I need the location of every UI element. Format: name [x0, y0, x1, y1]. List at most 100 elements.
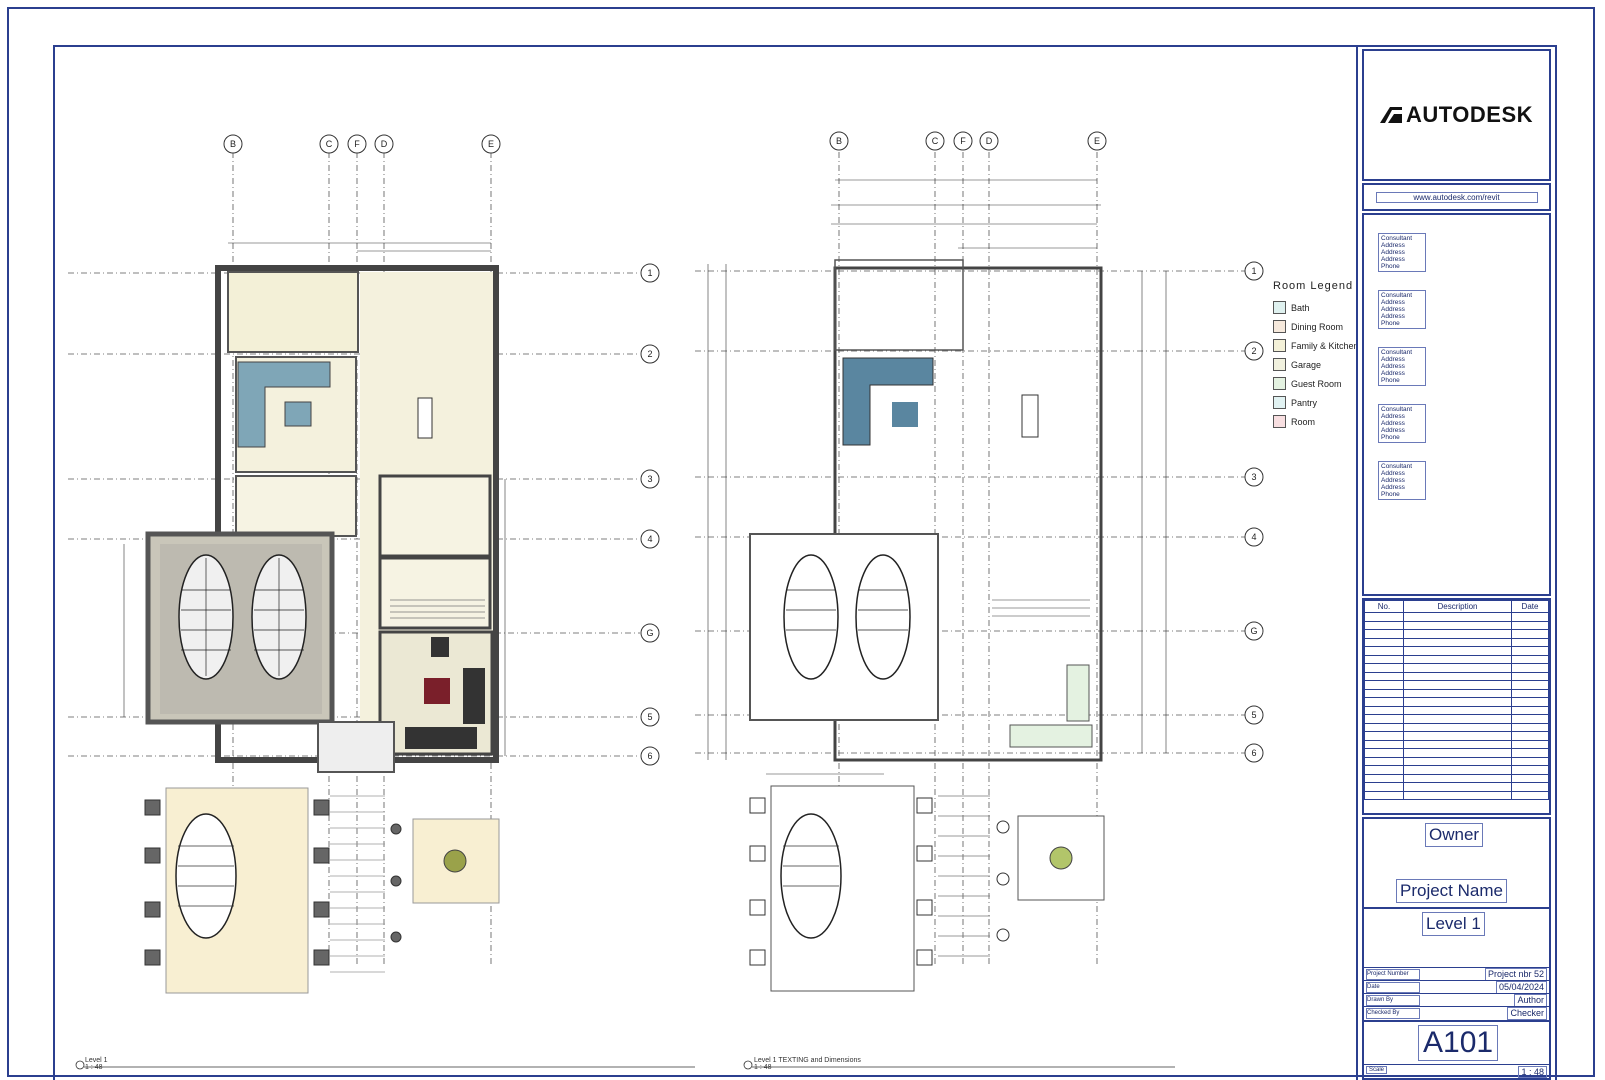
- scale-row: Scale 1 : 48: [1364, 1064, 1549, 1079]
- revision-row: [1364, 663, 1549, 673]
- revision-row: [1364, 731, 1549, 741]
- rev-header-description: Description: [1403, 600, 1512, 613]
- legend-label: Pantry: [1291, 397, 1318, 408]
- consultant-line: Address: [1381, 427, 1405, 434]
- revision-row: [1364, 697, 1549, 707]
- revision-row: [1364, 722, 1549, 732]
- legend-item: Family & Kitchen: [1273, 336, 1359, 355]
- legend-swatch: [1273, 301, 1286, 314]
- consultant-line: Consultant: [1381, 235, 1413, 242]
- grid-column-bubble: D: [380, 139, 388, 149]
- grid-column-bubble: E: [487, 139, 494, 149]
- project-field-label: Checked By: [1366, 1008, 1420, 1019]
- grid-column-bubble: B: [835, 136, 842, 146]
- consultant-line: Consultant: [1381, 406, 1413, 413]
- legend-label: Bath: [1291, 302, 1310, 313]
- room-legend-title: Room Legend: [1273, 280, 1354, 292]
- revision-row: [1364, 739, 1549, 749]
- logo-box: AUTODESK: [1362, 49, 1551, 181]
- legend-label: Garage: [1291, 359, 1322, 370]
- drawing-area-border: [53, 45, 1557, 1080]
- sheet-number: A101: [1418, 1025, 1499, 1061]
- consultant-line: Address: [1381, 413, 1405, 420]
- revision-row: [1364, 748, 1549, 758]
- scale-value: 1 : 48: [1518, 1066, 1547, 1078]
- consultant-line: Phone: [1381, 491, 1400, 498]
- revision-row: [1364, 705, 1549, 715]
- title-block: AUTODESK www.autodesk.com/revit Consulta…: [1356, 45, 1557, 1080]
- project-field-value: Checker: [1507, 1007, 1547, 1020]
- project-field-row: Checked By Checker: [1364, 1006, 1549, 1020]
- legend-label: Guest Room: [1291, 378, 1342, 389]
- consultant-line: Address: [1381, 356, 1405, 363]
- legend-item: Bath: [1273, 298, 1359, 317]
- grid-column-bubble: E: [1093, 136, 1100, 146]
- grid-row-bubble: 2: [647, 349, 653, 359]
- grid-column-bubble: C: [931, 136, 939, 146]
- floor-plans: [68, 131, 1264, 1070]
- legend-swatch: [1273, 358, 1286, 371]
- rev-header-date: Date: [1511, 600, 1549, 613]
- view-title-1-name: Level 1: [85, 1057, 108, 1064]
- grid-row-bubble: 6: [1251, 748, 1257, 758]
- legend-swatch: [1273, 415, 1286, 428]
- revision-row: [1364, 654, 1549, 664]
- consultant-line: Phone: [1381, 377, 1400, 384]
- revision-row: [1364, 612, 1549, 622]
- grid-row-bubble: 6: [647, 751, 653, 761]
- view-title-2: Level 1 TEXTING and Dimensions 1 : 48: [754, 1057, 861, 1071]
- revision-row: [1364, 714, 1549, 724]
- url-box: www.autodesk.com/revit: [1362, 183, 1551, 211]
- consultant-line: Address: [1381, 484, 1405, 491]
- revision-row: [1364, 773, 1549, 783]
- grid-row-bubble: 2: [1251, 346, 1257, 356]
- consultant-line: Address: [1381, 363, 1405, 370]
- legend-item: Guest Room: [1273, 374, 1359, 393]
- consultant-line: Address: [1381, 242, 1405, 249]
- consultant-line: Address: [1381, 477, 1405, 484]
- grid-row-bubble: 1: [1251, 266, 1257, 276]
- grid-row-bubble: 3: [647, 474, 653, 484]
- view-title-2-name: Level 1 TEXTING and Dimensions: [754, 1057, 861, 1064]
- view-title-1: Level 1 1 : 48: [85, 1057, 108, 1071]
- sheet-border: [7, 7, 1595, 1077]
- project-field-label: Date: [1366, 982, 1420, 993]
- legend-label: Family & Kitchen: [1291, 340, 1359, 351]
- website-url: www.autodesk.com/revit: [1375, 191, 1538, 203]
- revision-row: [1364, 637, 1549, 647]
- grid-column-bubble: C: [325, 139, 333, 149]
- revision-row: [1364, 790, 1549, 800]
- rev-header-no: No.: [1364, 600, 1404, 613]
- project-field-label: Drawn By: [1366, 995, 1420, 1006]
- revision-row: [1364, 782, 1549, 792]
- grid-row-bubble: 4: [1251, 532, 1257, 542]
- legend-swatch: [1273, 377, 1286, 390]
- legend-label: Room: [1291, 416, 1316, 427]
- grid-row-bubble: G: [646, 628, 654, 638]
- consultant-line: Phone: [1381, 434, 1400, 441]
- project-info-box: Owner Project Name Level 1 Project Numbe…: [1362, 817, 1551, 1080]
- autodesk-logo-icon: [1379, 107, 1402, 123]
- view-title-2-scale: 1 : 48: [754, 1064, 772, 1071]
- autodesk-logo: AUTODESK: [1379, 102, 1533, 128]
- grid-row-bubble: 5: [647, 712, 653, 722]
- legend-swatch: [1273, 339, 1286, 352]
- grid-row-bubble: 4: [647, 534, 653, 544]
- grid-row-bubble: 5: [1251, 710, 1257, 720]
- grid-row-bubble: G: [1250, 626, 1258, 636]
- revision-table: No. Description Date: [1362, 598, 1551, 815]
- revision-row: [1364, 680, 1549, 690]
- divider: [1364, 907, 1549, 909]
- grid-column-bubble: D: [985, 136, 993, 146]
- consultant-line: Address: [1381, 306, 1405, 313]
- revision-row: [1364, 756, 1549, 766]
- legend-swatch: [1273, 396, 1286, 409]
